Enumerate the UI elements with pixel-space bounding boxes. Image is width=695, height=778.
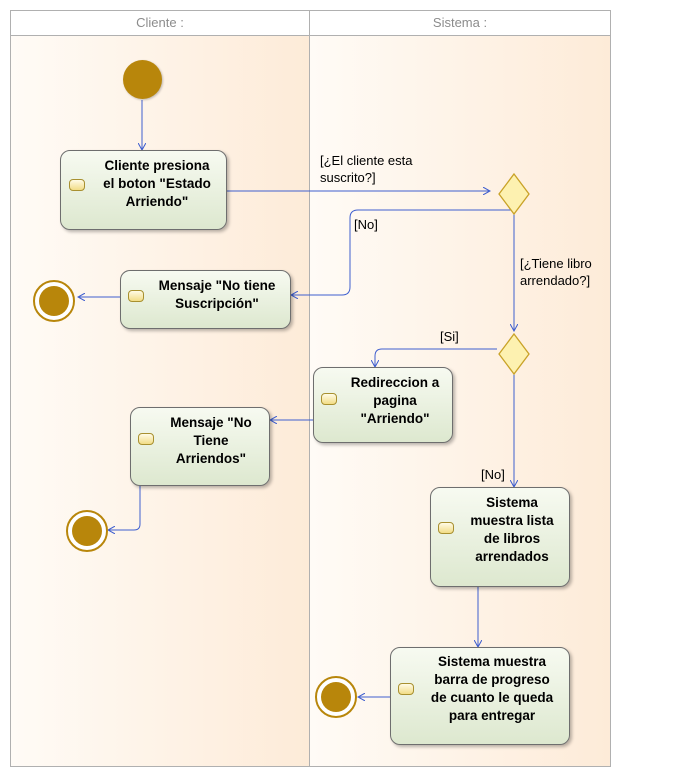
final-node-suscripcion	[33, 280, 75, 322]
final-node-no-arriendos	[66, 510, 108, 552]
action-icon	[398, 683, 414, 695]
final-node-barra-progreso	[315, 676, 357, 718]
guard-no-suscrito: [No]	[354, 217, 378, 232]
action-icon	[321, 393, 337, 405]
action-icon	[69, 179, 85, 191]
action-icon	[138, 433, 154, 445]
decision-node-tiene-libro	[498, 332, 530, 376]
guard-si: [Si]	[440, 329, 459, 344]
initial-node	[123, 60, 162, 99]
action-label: Redireccion a pagina "Arriendo"	[350, 375, 440, 426]
action-mensaje-no-arriendos[interactable]: Mensaje "No Tiene Arriendos"	[130, 407, 270, 486]
guard-no-tiene-libro: [No]	[481, 467, 505, 482]
action-label: Sistema muestra lista de libros arrendad…	[470, 495, 554, 564]
guard-tiene-libro: [¿Tiene libro arrendado?]	[520, 256, 592, 288]
final-node-dot	[321, 682, 351, 712]
swimlane-cliente-header: Cliente :	[11, 11, 309, 36]
final-node-dot	[72, 516, 102, 546]
action-icon	[128, 290, 144, 302]
swimlane-sistema-header: Sistema :	[310, 11, 610, 36]
action-icon	[438, 522, 454, 534]
action-cliente-presiona[interactable]: Cliente presiona el boton "Estado Arrien…	[60, 150, 227, 230]
edge-decision-2-si-to-redireccion	[375, 348, 497, 367]
action-redireccion-pagina-arriendo[interactable]: Redireccion a pagina "Arriendo"	[313, 367, 453, 443]
edge-decision-1-no-to-mensaje-suscripcion	[291, 208, 515, 295]
action-label: Mensaje "No tiene Suscripción"	[158, 278, 276, 311]
action-mensaje-no-suscripcion[interactable]: Mensaje "No tiene Suscripción"	[120, 270, 291, 329]
action-label: Mensaje "No Tiene Arriendos"	[170, 415, 252, 466]
final-node-dot	[39, 286, 69, 316]
action-barra-progreso[interactable]: Sistema muestra barra de progreso de cua…	[390, 647, 570, 745]
swimlane-cliente: Cliente :	[10, 10, 310, 767]
edge-mensaje-no-arriendos-to-final	[108, 486, 141, 530]
guard-cliente-suscrito: [¿El cliente esta suscrito?]	[320, 153, 413, 185]
action-muestra-lista-libros[interactable]: Sistema muestra lista de libros arrendad…	[430, 487, 570, 587]
action-label: Sistema muestra barra de progreso de cua…	[430, 654, 554, 723]
decision-node-suscrito	[498, 172, 530, 216]
action-label: Cliente presiona el boton "Estado Arrien…	[103, 158, 211, 209]
